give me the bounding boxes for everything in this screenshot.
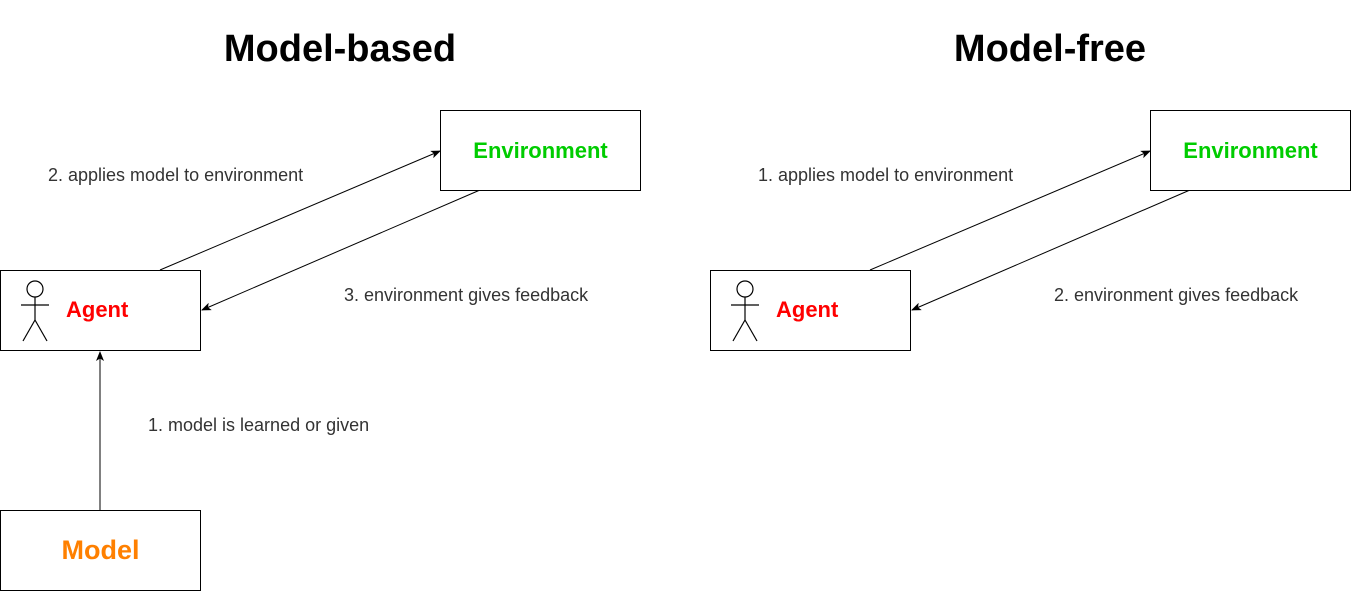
model-label: Model bbox=[61, 535, 140, 565]
arrow-environment-to-agent-right bbox=[911, 189, 1191, 311]
arrow-environment-to-agent-left bbox=[201, 189, 481, 311]
agent-box-right[interactable]: Agent bbox=[710, 270, 911, 351]
edge-label-feedback-left: 3. environment gives feedback bbox=[344, 285, 589, 305]
environment-label: Environment bbox=[473, 137, 608, 163]
environment-box-right[interactable]: Environment bbox=[1150, 110, 1351, 191]
environment-label: Environment bbox=[1183, 137, 1318, 163]
agent-box-left[interactable]: Agent bbox=[0, 270, 201, 351]
edge-label-applies-right: 1. applies model to environment bbox=[758, 165, 1014, 185]
edge-label-learned: 1. model is learned or given bbox=[148, 415, 370, 435]
agent-label: Agent bbox=[66, 297, 129, 322]
edge-label-feedback-right: 2. environment gives feedback bbox=[1054, 285, 1299, 305]
actor-icon bbox=[731, 280, 759, 342]
model-free-title: Model-free bbox=[953, 28, 1147, 70]
arrow-agent-to-environment-right bbox=[869, 150, 1151, 271]
edge-label-applies-left: 2. applies model to environment bbox=[48, 165, 304, 185]
model-box[interactable]: Model bbox=[0, 510, 201, 591]
environment-box-left[interactable]: Environment bbox=[440, 110, 641, 191]
arrow-agent-to-environment-left bbox=[159, 150, 441, 271]
model-based-title: Model-based bbox=[223, 28, 457, 70]
agent-label: Agent bbox=[776, 297, 839, 322]
actor-icon bbox=[21, 280, 49, 342]
